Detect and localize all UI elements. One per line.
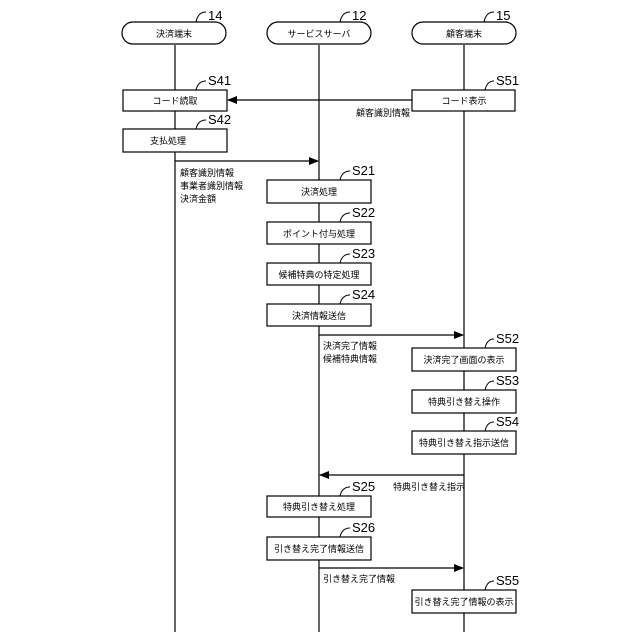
step-label: 特典引き替え処理 xyxy=(283,501,355,513)
actor-ref: 14 xyxy=(208,8,222,23)
step-ref: S41 xyxy=(208,73,231,88)
step-label: 候補特典の特定処理 xyxy=(278,269,359,281)
message-label: 顧客識別情報 xyxy=(180,167,234,179)
step-label: 特典引き替え操作 xyxy=(428,396,500,408)
step-s54: 特典引き替え指示送信 S54 xyxy=(412,414,519,454)
actor-ref: 12 xyxy=(352,8,366,23)
step-label: コード読取 xyxy=(152,95,197,107)
actor-service-server: サービスサーバ 12 xyxy=(267,8,371,44)
step-ref: S54 xyxy=(496,414,519,429)
step-ref: S55 xyxy=(496,573,519,588)
step-label: ポイント付与処理 xyxy=(283,228,355,240)
step-s22: ポイント付与処理 S22 xyxy=(267,205,375,244)
step-s42: 支払処理 S42 xyxy=(123,112,231,152)
step-s21: 決済処理 S21 xyxy=(267,163,375,203)
message-label: 顧客識別情報 xyxy=(356,107,410,119)
message-label: 特典引き替え指示 xyxy=(393,481,465,493)
step-s51: コード表示 S51 xyxy=(412,73,519,111)
step-ref: S52 xyxy=(496,331,519,346)
actor-ref: 15 xyxy=(496,8,510,23)
step-s25: 特典引き替え処理 S25 xyxy=(267,479,375,517)
step-ref: S21 xyxy=(352,163,375,178)
step-s41: コード読取 S41 xyxy=(123,73,231,111)
step-label: 決済処理 xyxy=(301,186,337,198)
actor-label: 顧客端末 xyxy=(446,28,482,40)
step-label: 決済情報送信 xyxy=(292,310,346,322)
actor-label: サービスサーバ xyxy=(288,29,351,40)
step-s55: 引き替え完了情報の表示 S55 xyxy=(412,573,519,613)
step-ref: S25 xyxy=(352,479,375,494)
step-label: 特典引き替え指示送信 xyxy=(419,437,509,449)
step-ref: S23 xyxy=(352,246,375,261)
step-s53: 特典引き替え操作 S53 xyxy=(412,373,519,413)
message-label: 事業者識別情報 xyxy=(180,180,243,192)
step-ref: S42 xyxy=(208,112,231,127)
actor-label: 決済端末 xyxy=(156,28,192,40)
step-label: コード表示 xyxy=(441,95,486,107)
step-s26: 引き替え完了情報送信 S26 xyxy=(267,520,375,560)
actor-payment-terminal: 決済端末 14 xyxy=(122,8,226,44)
step-ref: S53 xyxy=(496,373,519,388)
step-ref: S22 xyxy=(352,205,375,220)
message-label: 決済完了情報 xyxy=(323,340,377,352)
step-ref: S24 xyxy=(352,287,375,302)
step-label: 決済完了画面の表示 xyxy=(423,354,504,366)
actor-customer-terminal: 顧客端末 15 xyxy=(412,8,516,44)
message-label: 引き替え完了情報 xyxy=(323,573,395,585)
message-label: 決済金額 xyxy=(180,193,216,205)
step-label: 支払処理 xyxy=(150,135,186,147)
step-ref: S26 xyxy=(352,520,375,535)
step-label: 引き替え完了情報の表示 xyxy=(414,596,513,608)
step-s24: 決済情報送信 S24 xyxy=(267,287,375,326)
step-s23: 候補特典の特定処理 S23 xyxy=(267,246,375,285)
step-ref: S51 xyxy=(496,73,519,88)
step-label: 引き替え完了情報送信 xyxy=(274,543,364,555)
step-s52: 決済完了画面の表示 S52 xyxy=(412,331,519,371)
message-label: 候補特典情報 xyxy=(323,353,377,365)
